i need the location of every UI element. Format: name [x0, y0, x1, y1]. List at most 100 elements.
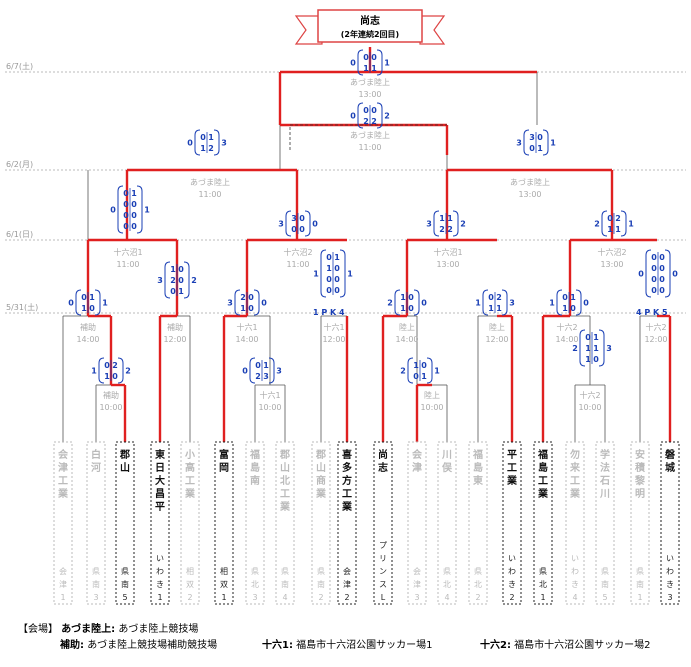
score-bracket-right	[542, 129, 549, 156]
team-name-char: 工	[58, 476, 68, 487]
team-name-char: 来	[569, 461, 581, 474]
team-name-char: 山	[280, 461, 290, 474]
half-score: 2	[255, 372, 261, 381]
half-score: 1	[240, 304, 246, 313]
team-prefecture-char: 南	[317, 579, 325, 589]
half-score: 0	[408, 304, 414, 313]
half-score: 0	[659, 275, 665, 284]
team-prefecture-char: き	[508, 580, 516, 589]
team-prefecture-char: わ	[156, 567, 164, 576]
svg-text:補助: あづま陸上競技場補助競技場: 補助: あづま陸上競技場補助競技場	[59, 638, 217, 651]
team-name-char: 業	[569, 487, 581, 500]
half-score: 0	[363, 106, 369, 115]
team-name-char: 高	[185, 461, 195, 474]
team-prefecture-char: 3	[93, 593, 98, 602]
team-prefecture-char: 津	[413, 579, 421, 589]
score-bracket-left	[357, 49, 364, 76]
half-score: 1	[488, 304, 494, 313]
total-score: 3	[221, 139, 227, 148]
half-score: 0	[299, 214, 305, 223]
score-bracket-right	[117, 357, 124, 384]
match-time: 14:00	[76, 335, 99, 344]
champion-name: 尚志	[360, 14, 380, 27]
match-time: 10:00	[99, 403, 122, 412]
legend-juroku1-text: 福島市十六沼公園サッカー場1	[296, 638, 432, 651]
team-name-char: 業	[57, 487, 69, 500]
team-prefecture-char: 北	[474, 580, 482, 589]
team-prefecture-char: 3	[414, 593, 419, 602]
half-score: 0	[170, 287, 176, 296]
half-score: 0	[178, 276, 184, 285]
team-name-char: 業	[341, 500, 353, 513]
venue-name: 十六1	[259, 390, 280, 400]
score-bracket-right	[339, 249, 346, 298]
half-score: 1	[439, 214, 445, 223]
match-time: 10:00	[578, 403, 601, 412]
team-name-char: 川	[441, 449, 452, 461]
total-score: 0	[312, 220, 318, 229]
half-score: 1	[170, 265, 176, 274]
team-name-char: 昌	[155, 488, 165, 500]
score-bracket-left	[117, 185, 124, 234]
team-prefecture-char: い	[666, 554, 674, 563]
half-score: 0	[659, 253, 665, 262]
score-bracket-left	[394, 289, 401, 316]
team-list: 会津工業会津1白河県南3郡山県南5東日大昌平いわき1小高工業相双2富岡相双1福島…	[53, 441, 680, 605]
half-score: 1	[363, 64, 369, 73]
score-bracket-right	[376, 49, 383, 76]
team-name-char: 喜	[342, 448, 352, 461]
legend-juroku1-label: 十六1:	[262, 638, 293, 651]
score-bracket-right	[501, 289, 508, 316]
team-box	[115, 441, 135, 605]
team-prefecture-char: 1	[221, 593, 226, 602]
venue-name: 十六沼1	[113, 247, 142, 257]
half-score: 0	[659, 264, 665, 273]
team-prefecture-char: 双	[220, 580, 228, 589]
team-name-char: 大	[155, 474, 165, 487]
team-prefecture-char: 双	[186, 580, 194, 589]
half-score: 0	[81, 293, 87, 302]
half-score: 1	[570, 293, 576, 302]
half-score: 1	[421, 372, 427, 381]
team-prefecture-char: 相	[186, 566, 194, 576]
team-name-char: 業	[279, 500, 291, 513]
score-bracket-right	[620, 210, 627, 237]
total-score: 2	[460, 220, 466, 229]
score-bracket-left	[556, 289, 563, 316]
team-prefecture-char: 県	[251, 567, 259, 576]
team-box	[660, 441, 680, 605]
half-score: 1	[585, 344, 591, 353]
venue-name: 十六1	[323, 322, 344, 332]
half-score: 0	[363, 53, 369, 62]
team-box	[214, 441, 234, 605]
total-score: 2	[594, 220, 600, 229]
venue-name: あづま陸上	[190, 177, 230, 187]
legend-prefix: 【会場】	[18, 622, 58, 635]
total-score: 1	[549, 299, 555, 308]
score-bracket-right	[376, 102, 383, 129]
team-name-char: 工	[507, 463, 517, 474]
half-score: 0	[334, 286, 340, 295]
date-label-final: 6/7(土)	[6, 61, 33, 71]
team-prefecture-char: 1	[157, 593, 162, 602]
half-score: 2	[496, 293, 502, 302]
score-bracket-right	[253, 289, 260, 316]
total-score: 0	[350, 59, 356, 68]
half-score: 0	[112, 372, 118, 381]
team-name-char: 南	[250, 474, 260, 487]
team-prefecture-char: プ	[379, 541, 387, 550]
team-box	[595, 441, 615, 605]
team-name-char: 郡	[315, 449, 326, 461]
team-box	[53, 441, 73, 605]
team-prefecture-char: 県	[539, 567, 547, 576]
team-prefecture-char: 5	[602, 593, 607, 602]
team-prefecture-char: 2	[344, 593, 349, 602]
half-score: 0	[529, 144, 535, 153]
half-score: 1	[400, 304, 406, 313]
score-bracket-right	[413, 289, 420, 316]
half-score: 3	[263, 372, 269, 381]
